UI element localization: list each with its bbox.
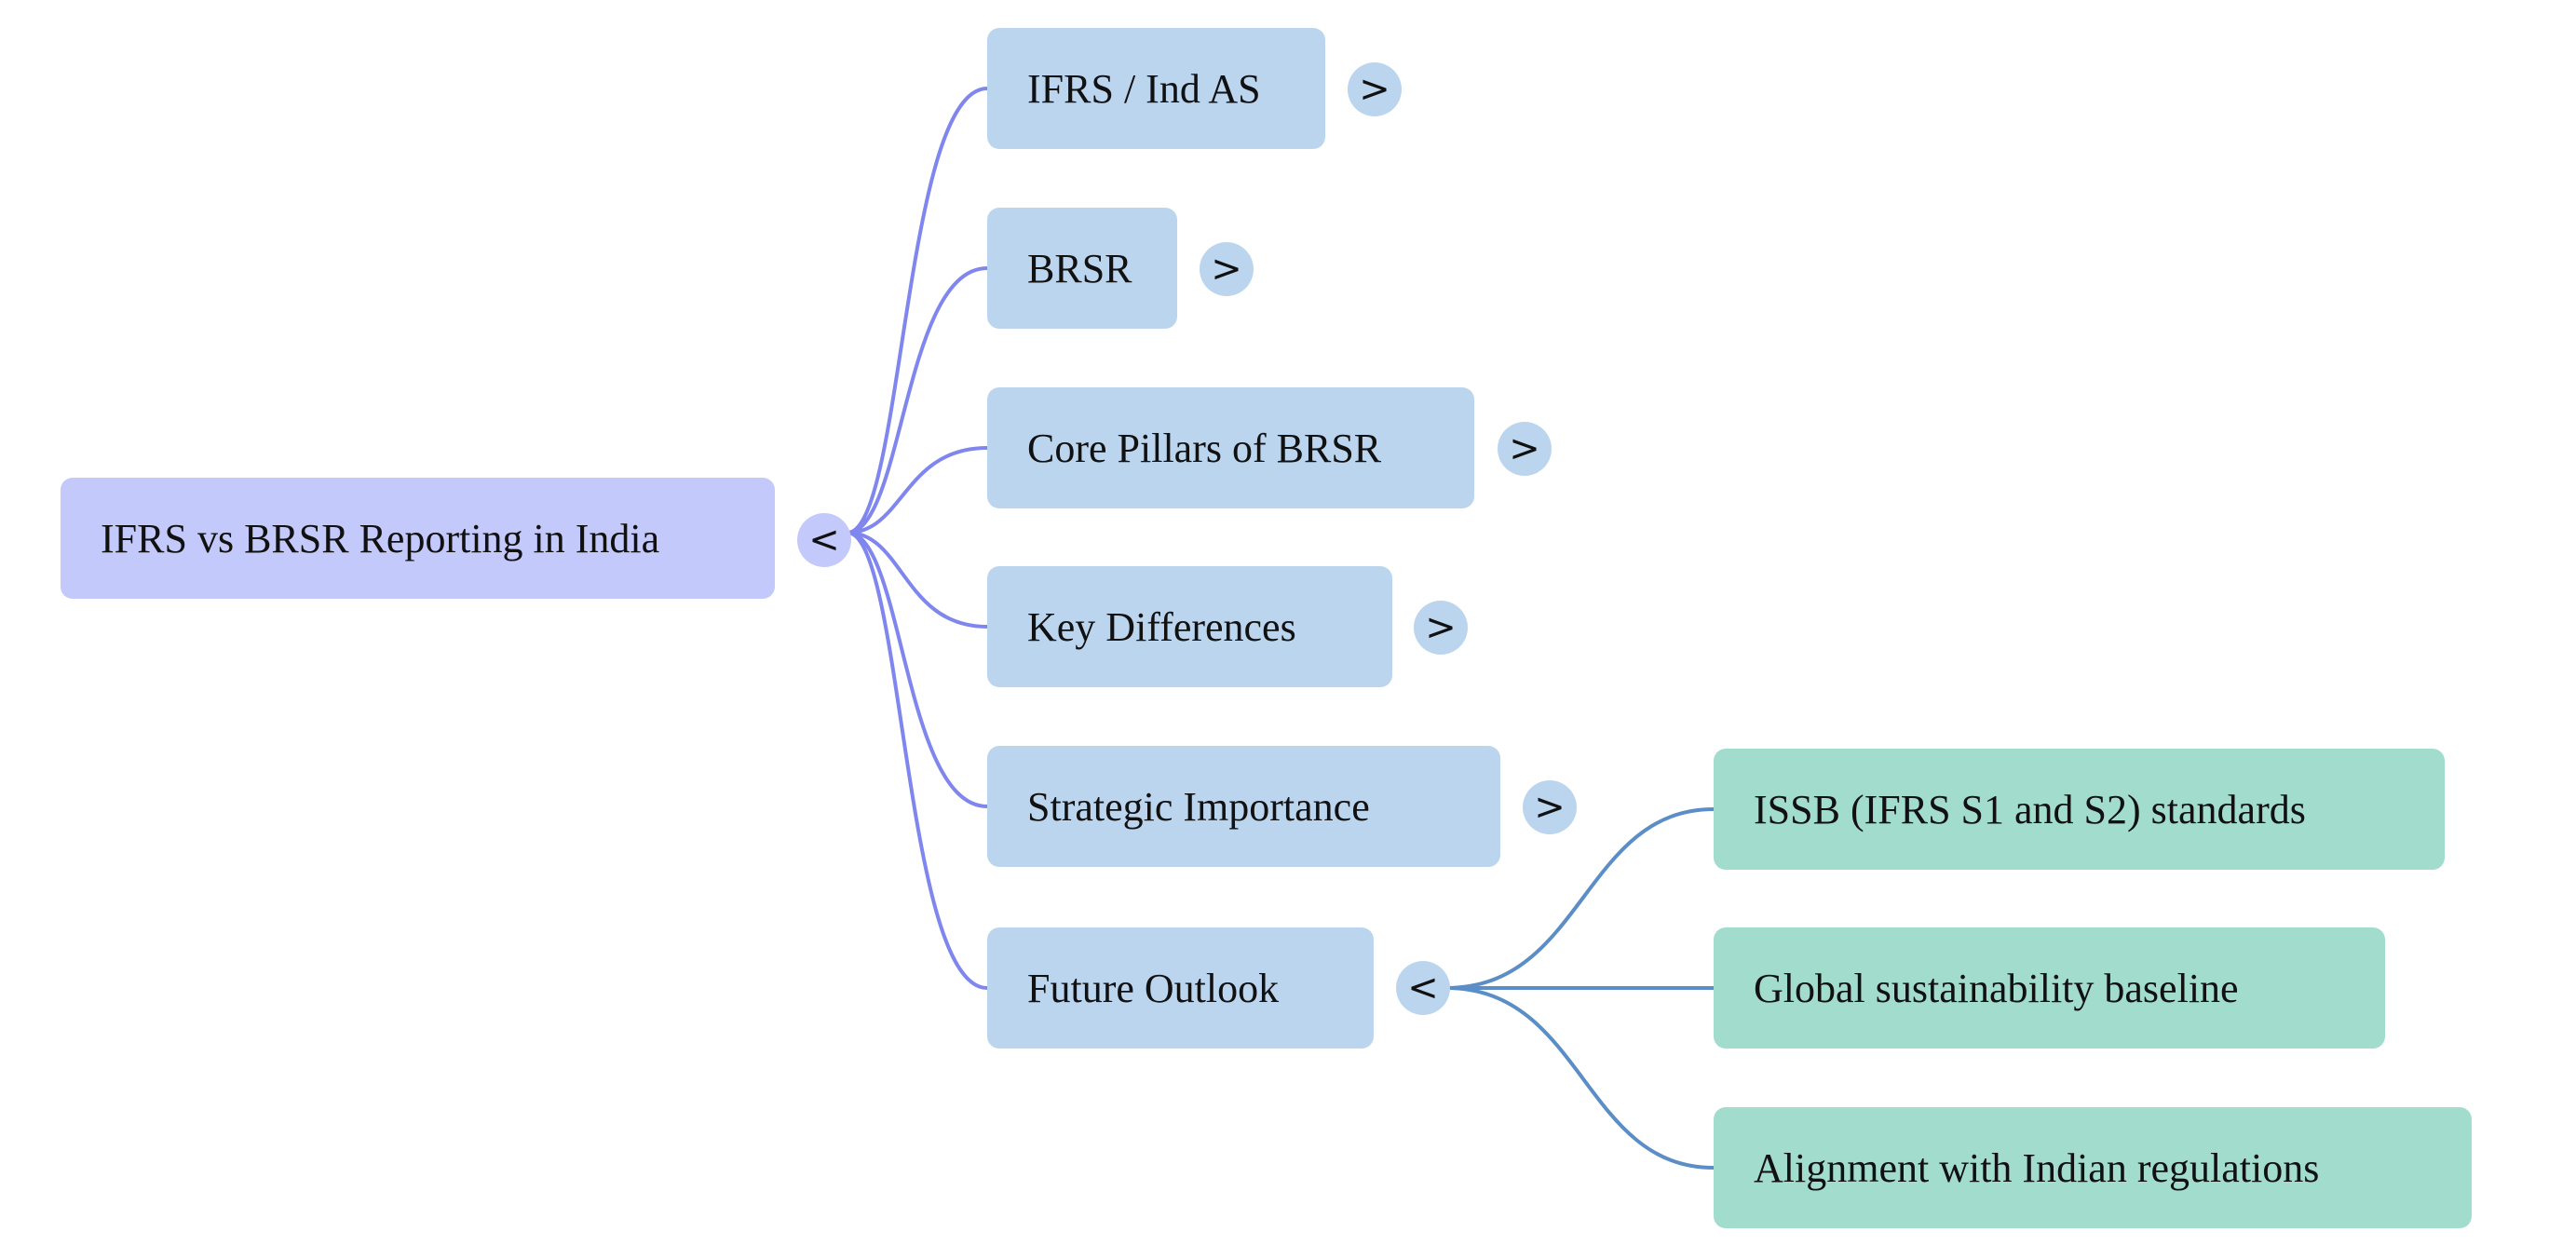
connector-outlook-child-0 [1445,807,1715,990]
root-collapse-toggle[interactable]: < [797,513,851,567]
branch-expand-toggle-ifrs[interactable]: > [1348,62,1402,116]
connector-outlook-child-2 [1445,986,1715,1170]
leaf-node-label: Alignment with Indian regulations [1754,1144,2320,1191]
branch-expand-toggle-strategic-importance[interactable]: > [1523,780,1577,834]
leaf-node-label: ISSB (IFRS S1 and S2) standards [1754,786,2306,832]
connector-root-branch-4 [847,531,988,808]
branch-node-label: IFRS / Ind AS [1027,65,1261,112]
branch-node-label: Future Outlook [1027,965,1280,1011]
branch-node-label: Key Differences [1027,603,1296,650]
leaf-node-label: Global sustainability baseline [1754,965,2239,1011]
connector-root-branch-2 [847,446,988,535]
branch-node-key-differences[interactable]: Key Differences [987,566,1392,687]
branch-node-brsr[interactable]: BRSR [987,208,1177,329]
connector-root-branch-1 [847,266,988,535]
connector-root-branch-3 [847,531,988,629]
root-node[interactable]: IFRS vs BRSR Reporting in India [61,478,775,599]
connector-root-branch-0 [847,87,988,535]
branch-expand-toggle-brsr[interactable]: > [1200,242,1254,296]
branch-node-strategic-importance[interactable]: Strategic Importance [987,746,1500,867]
branch-node-future-outlook[interactable]: Future Outlook [987,927,1374,1049]
branch-expand-toggle-core-pillars[interactable]: > [1498,422,1552,476]
branch-node-core-pillars[interactable]: Core Pillars of BRSR [987,387,1474,508]
connector-root-branch-5 [847,531,988,990]
branch-expand-toggle-key-differences[interactable]: > [1414,601,1468,655]
branch-node-ifrs[interactable]: IFRS / Ind AS [987,28,1325,149]
branch-node-label: Strategic Importance [1027,783,1370,830]
leaf-node-indian-alignment[interactable]: Alignment with Indian regulations [1714,1107,2472,1228]
branch-collapse-toggle-future-outlook[interactable]: < [1396,961,1450,1015]
branch-node-label: BRSR [1027,245,1132,291]
leaf-node-global-baseline[interactable]: Global sustainability baseline [1714,927,2385,1049]
branch-node-label: Core Pillars of BRSR [1027,425,1382,471]
leaf-node-issb[interactable]: ISSB (IFRS S1 and S2) standards [1714,749,2445,870]
root-node-label: IFRS vs BRSR Reporting in India [101,515,660,562]
